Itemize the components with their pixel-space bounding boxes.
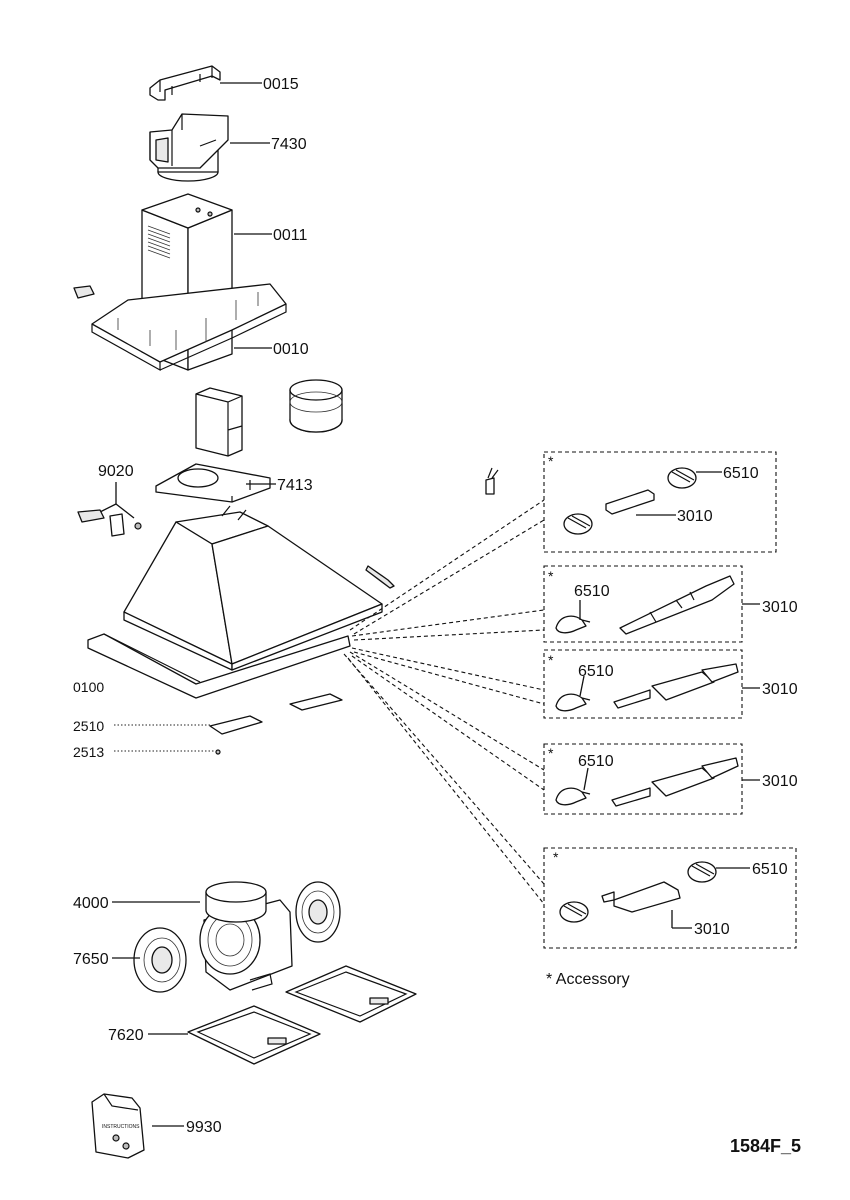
label-4000: 4000 [73,895,109,912]
control-box-icon [651,671,715,701]
part-7430-outlet-adaptor [149,113,270,182]
part-7620-grease-filter [148,965,417,1065]
knob-icon [559,901,589,923]
bag-label: INSTRUCTIONS [102,1124,140,1130]
part-9930-instruction-kit: INSTRUCTIONS [91,1093,184,1159]
accessory-box-4: * [543,743,760,815]
control-box-icon [613,881,681,913]
accessory-box-5: * [543,847,797,949]
label-7413: 7413 [277,477,313,494]
accessory-box-2: * [543,565,760,643]
box5-bulb-label: 6510 [752,861,788,878]
label-7620: 7620 [108,1027,144,1044]
box2-bulb-label: 6510 [574,583,610,600]
knob-icon [563,513,593,535]
label-0011: 0011 [273,227,308,244]
accessory-legend: * Accessory [546,971,630,988]
label-9020: 9020 [98,463,134,480]
part-2513-screw [114,749,221,755]
accessory-marker: * [548,568,554,584]
part-0015-bracket [149,65,262,101]
label-0100: 0100 [73,679,104,695]
box3-control-label: 3010 [762,681,798,698]
clip-icon [73,285,95,299]
accessory-marker: * [548,652,554,668]
drawing-reference: 1584F_5 [730,1136,801,1156]
bulb-icon [555,787,591,806]
knob-icon [667,467,697,489]
box4-control-label: 3010 [762,773,798,790]
box1-control-label: 3010 [677,508,713,525]
label-0015: 0015 [263,76,299,93]
accessory-box-1: * [543,451,777,553]
box1-bulb-label: 6510 [723,465,759,482]
accessory-marker: * [548,745,554,761]
air-deflector [195,387,243,457]
label-2513: 2513 [73,744,104,760]
box4-bulb-label: 6510 [578,753,614,770]
accessory-marker: * [553,849,559,865]
label-2510: 2510 [73,718,104,734]
part-0010-glass-canopy [91,283,287,372]
part-7413-motor-support [155,463,276,503]
accessory-marker: * [548,453,554,469]
part-4000-motor [112,881,293,991]
hood-body [87,505,383,699]
label-0010: 0010 [273,341,309,358]
accessory-box-3: * [543,649,760,719]
part-9020-fixing-kit [77,482,142,537]
bulb-icon [555,693,591,712]
outlet-ring [289,379,343,433]
screwdriver-icon [365,565,395,589]
box5-control-label: 3010 [694,921,730,938]
knob-icon [687,861,717,883]
part-7650-charcoal-filter [112,881,341,993]
label-9930: 9930 [186,1119,222,1136]
control-board-icon [619,575,735,635]
cord-clamp-icon [485,467,499,495]
bulb-icon [555,615,591,634]
label-7650: 7650 [73,951,109,968]
part-2510-lamp-holder [114,693,343,735]
control-switch-icon [605,489,655,515]
accessory-leaders [343,499,545,905]
box2-control-label: 3010 [762,599,798,616]
box3-bulb-label: 6510 [578,663,614,680]
label-7430: 7430 [271,136,307,153]
control-box-icon [651,767,715,797]
